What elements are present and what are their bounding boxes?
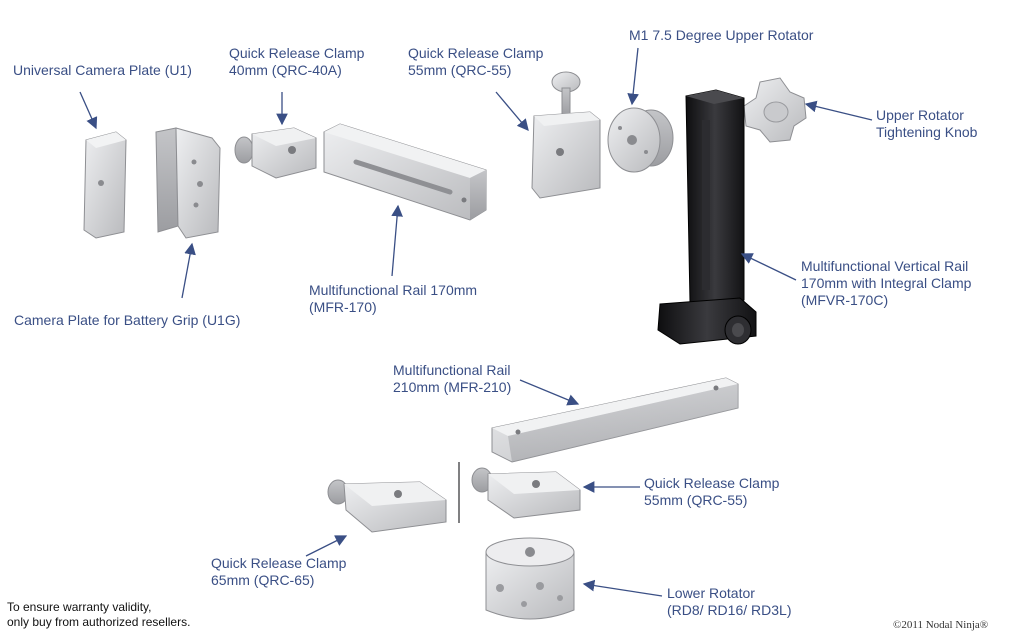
label-line: (MFVR-170C) [801,292,889,308]
label-multifunctional-rail-210mm: Multifunctional Rail 210mm (MFR-210) [393,362,511,396]
label-line: 40mm (QRC-40A) [229,62,342,78]
label-line: Tightening Knob [876,124,978,140]
label-line: Quick Release Clamp [211,555,347,571]
label-line: Upper Rotator [876,107,964,123]
quick-release-clamp-55mm-top [531,71,601,199]
label-line: Multifunctional Rail 170mm [309,282,478,298]
label-line: Quick Release Clamp [229,45,365,61]
multifunctional-rail-210mm [491,377,739,463]
arrow-u1 [79,91,98,130]
label-line: 170mm with Integral Clamp [801,275,972,291]
label-line: Quick Release Clamp [644,475,780,491]
label-quick-release-clamp-55mm-top: Quick Release Clamp 55mm (QRC-55) [408,45,543,79]
arrow-qrc55-top [495,91,529,131]
label-universal-camera-plate: Universal Camera Plate (U1) [13,62,192,78]
multifunctional-rail-170mm [323,123,487,221]
lower-rotator [485,537,575,620]
label-line: 210mm (MFR-210) [393,379,512,395]
arrow-u1g [181,242,196,299]
label-line: 55mm (QRC-55) [644,492,748,508]
warranty-line: To ensure warranty validity, [7,600,152,614]
label-lower-rotator: Lower Rotator (RD8/ RD16/ RD3L) [667,585,791,619]
label-multifunctional-vertical-rail: Multifunctional Vertical Rail 170mm with… [801,258,971,309]
warranty-line: only buy from authorized resellers. [7,615,191,629]
label-multifunctional-rail-170mm: Multifunctional Rail 170mm (MFR-170) [309,282,477,316]
label-line: Quick Release Clamp [408,45,544,61]
arrow-qrc65 [305,535,348,557]
universal-camera-plate [83,131,127,239]
arrow-mfr170 [391,204,403,277]
arrow-m1 [627,47,639,106]
label-quick-release-clamp-40mm: Quick Release Clamp 40mm (QRC-40A) [229,45,364,79]
label-line: Lower Rotator [667,585,755,601]
multifunctional-vertical-rail-170mm [657,89,757,345]
arrow-mfvr [740,253,797,281]
label-line: Multifunctional Vertical Rail [801,258,969,274]
copyright-notice: ©2011 Nodal Ninja® [893,619,989,631]
quick-release-clamp-65mm [327,479,447,533]
label-quick-release-clamp-55mm-bottom: Quick Release Clamp 55mm (QRC-55) [644,475,779,509]
arrow-rotator [582,579,663,597]
label-m1-upper-rotator: M1 7.5 Degree Upper Rotator [629,27,814,43]
label-quick-release-clamp-65mm: Quick Release Clamp 65mm (QRC-65) [211,555,346,589]
arrow-knob [804,100,873,121]
arrow-mfr210 [519,379,580,406]
label-line: 55mm (QRC-55) [408,62,512,78]
warranty-notice: To ensure warranty validity, only buy fr… [7,600,190,630]
label-line: Multifunctional Rail [393,362,511,378]
label-line: (MFR-170) [309,299,377,315]
label-upper-rotator-knob: Upper Rotator Tightening Knob [876,107,977,141]
battery-grip-camera-plate [155,127,221,239]
upper-rotator-tightening-knob [743,77,807,143]
quick-release-clamp-40mm [234,127,317,179]
m1-upper-rotator [607,107,674,173]
label-battery-grip-camera-plate: Camera Plate for Battery Grip (U1G) [14,312,241,328]
quick-release-clamp-55mm-bottom [471,467,581,519]
label-line: (RD8/ RD16/ RD3L) [667,602,792,618]
leader-lines [79,47,873,597]
label-line: 65mm (QRC-65) [211,572,315,588]
